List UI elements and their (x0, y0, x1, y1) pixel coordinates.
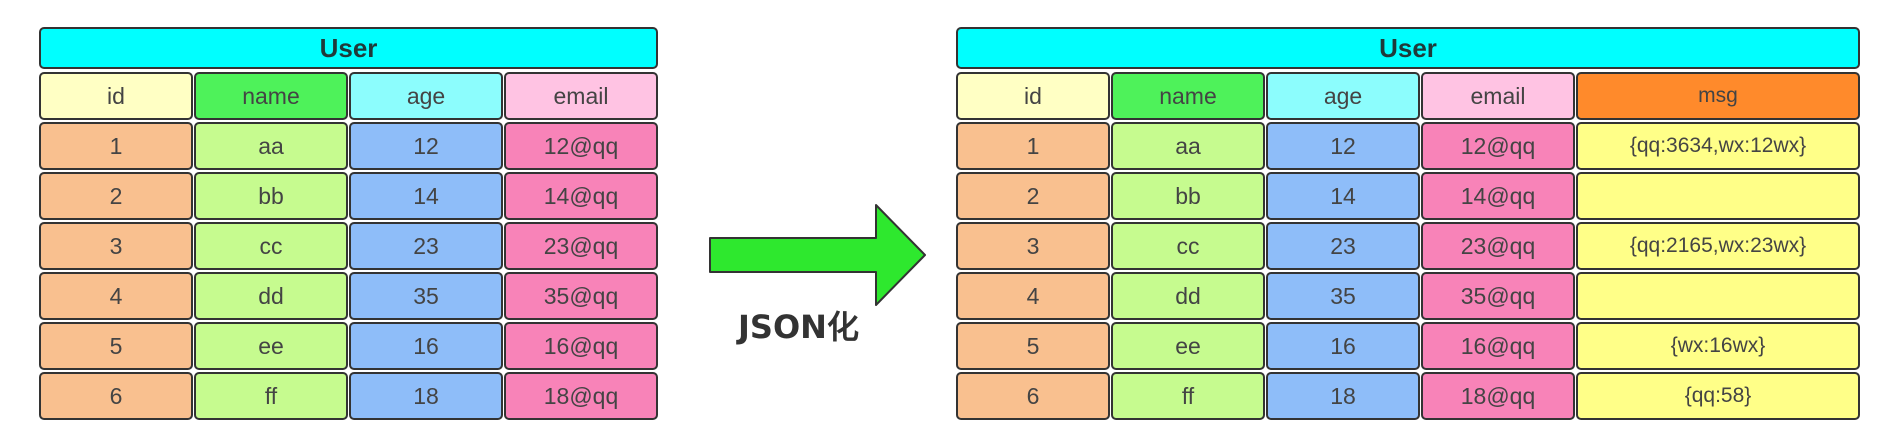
cell-name: dd (1111, 272, 1265, 320)
table-row: 3 cc 23 23@qq {qq:2165,wx:23wx} (956, 222, 1860, 272)
header-id: id (956, 72, 1110, 120)
cell-age: 18 (349, 372, 503, 420)
cell-msg: {qq:2165,wx:23wx} (1576, 222, 1860, 270)
table-row: 2 bb 14 14@qq (39, 172, 658, 222)
cell-name: cc (1111, 222, 1265, 270)
cell-id: 5 (39, 322, 193, 370)
user-table-original: User id name age email 1 aa 12 12@qq 2 b… (39, 27, 658, 422)
cell-id: 6 (956, 372, 1110, 420)
header-name: name (1111, 72, 1265, 120)
cell-age: 16 (1266, 322, 1420, 370)
cell-name: aa (1111, 122, 1265, 170)
cell-email: 23@qq (504, 222, 658, 270)
cell-age: 12 (1266, 122, 1420, 170)
table-row: 1 aa 12 12@qq (39, 122, 658, 172)
header-name: name (194, 72, 348, 120)
header-email: email (1421, 72, 1575, 120)
cell-name: ee (1111, 322, 1265, 370)
table-row: 5 ee 16 16@qq {wx:16wx} (956, 322, 1860, 372)
cell-msg: {wx:16wx} (1576, 322, 1860, 370)
header-row: id name age email (39, 72, 658, 122)
cell-id: 4 (39, 272, 193, 320)
cell-id: 4 (956, 272, 1110, 320)
header-age: age (1266, 72, 1420, 120)
cell-email: 14@qq (1421, 172, 1575, 220)
table-row: 4 dd 35 35@qq (39, 272, 658, 322)
cell-msg (1576, 172, 1860, 220)
cell-id: 1 (39, 122, 193, 170)
table-row: 6 ff 18 18@qq {qq:58} (956, 372, 1860, 422)
cell-email: 12@qq (504, 122, 658, 170)
header-row: id name age email msg (956, 72, 1860, 122)
table-row: 2 bb 14 14@qq (956, 172, 1860, 222)
cell-email: 23@qq (1421, 222, 1575, 270)
cell-name: ff (194, 372, 348, 420)
cell-id: 2 (39, 172, 193, 220)
cell-id: 5 (956, 322, 1110, 370)
cell-age: 23 (349, 222, 503, 270)
cell-name: bb (194, 172, 348, 220)
cell-email: 35@qq (504, 272, 658, 320)
cell-msg (1576, 272, 1860, 320)
cell-id: 3 (956, 222, 1110, 270)
cell-name: ff (1111, 372, 1265, 420)
cell-name: dd (194, 272, 348, 320)
cell-name: ee (194, 322, 348, 370)
cell-email: 18@qq (1421, 372, 1575, 420)
cell-email: 18@qq (504, 372, 658, 420)
table-row: 4 dd 35 35@qq (956, 272, 1860, 322)
cell-age: 35 (1266, 272, 1420, 320)
cell-age: 14 (349, 172, 503, 220)
cell-msg: {qq:3634,wx:12wx} (1576, 122, 1860, 170)
cell-msg: {qq:58} (1576, 372, 1860, 420)
cell-email: 16@qq (1421, 322, 1575, 370)
cell-age: 35 (349, 272, 503, 320)
user-table-json: User id name age email msg 1 aa 12 12@qq… (956, 27, 1860, 422)
cell-name: cc (194, 222, 348, 270)
header-email: email (504, 72, 658, 120)
table-row: 1 aa 12 12@qq {qq:3634,wx:12wx} (956, 122, 1860, 172)
table-title: User (39, 27, 658, 69)
cell-email: 16@qq (504, 322, 658, 370)
cell-age: 14 (1266, 172, 1420, 220)
table-row: 3 cc 23 23@qq (39, 222, 658, 272)
cell-id: 3 (39, 222, 193, 270)
cell-age: 23 (1266, 222, 1420, 270)
cell-id: 2 (956, 172, 1110, 220)
cell-age: 18 (1266, 372, 1420, 420)
cell-email: 14@qq (504, 172, 658, 220)
cell-id: 1 (956, 122, 1110, 170)
header-msg: msg (1576, 72, 1860, 120)
transform-label: JSON化 (738, 308, 859, 346)
cell-id: 6 (39, 372, 193, 420)
table-row: 6 ff 18 18@qq (39, 372, 658, 422)
table-row: 5 ee 16 16@qq (39, 322, 658, 372)
cell-name: aa (194, 122, 348, 170)
cell-email: 12@qq (1421, 122, 1575, 170)
cell-email: 35@qq (1421, 272, 1575, 320)
cell-age: 16 (349, 322, 503, 370)
cell-age: 12 (349, 122, 503, 170)
header-age: age (349, 72, 503, 120)
right-arrow-icon (709, 204, 926, 306)
header-id: id (39, 72, 193, 120)
cell-name: bb (1111, 172, 1265, 220)
table-title: User (956, 27, 1860, 69)
